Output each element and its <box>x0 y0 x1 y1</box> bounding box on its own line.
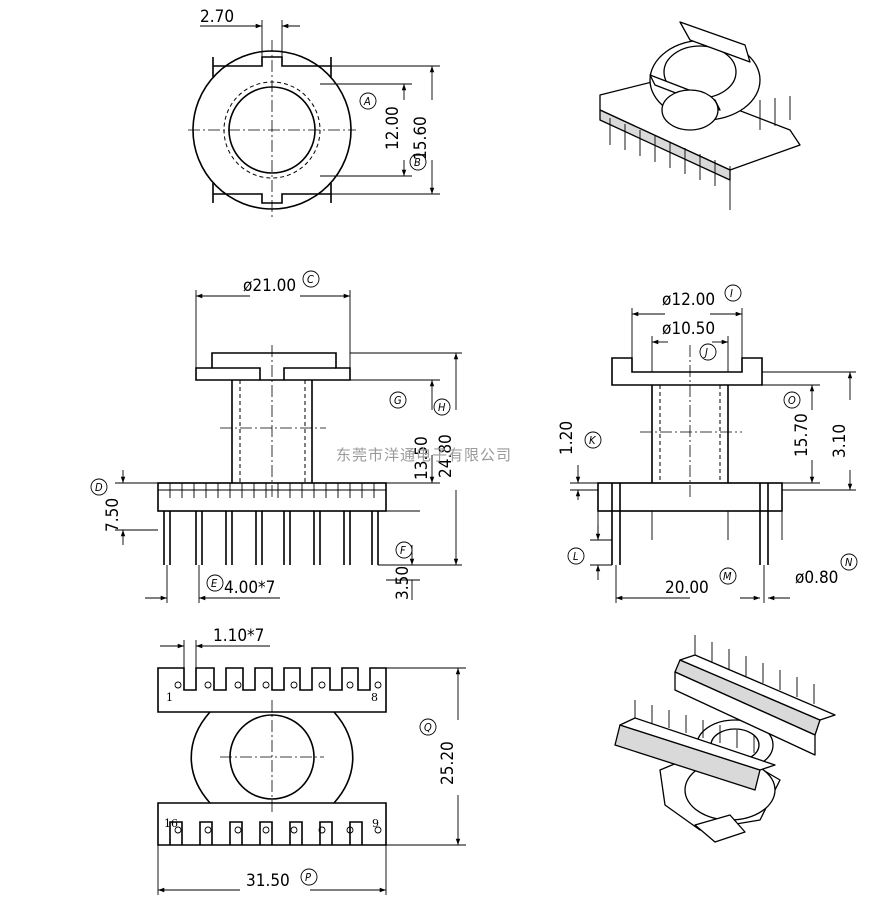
tag-p: P <box>305 871 311 884</box>
tag-i: I <box>730 287 733 300</box>
side-lip-dim: 3.10 <box>830 424 850 458</box>
tag-a: A <box>363 95 371 108</box>
side-spacing-dim: 20.00 <box>665 578 709 598</box>
side-shoulder-dim: 1.20 <box>557 421 577 455</box>
top-view: 2.70 12.00 15.60 A B <box>188 7 440 218</box>
bottom-slot-dim: 1.10*7 <box>213 626 264 646</box>
tag-m: M <box>723 570 732 583</box>
tag-c: C <box>307 273 314 286</box>
side-inner-dim: ø10.50 <box>662 319 715 339</box>
top-slot-dim: 2.70 <box>200 7 234 27</box>
tag-l: L <box>573 550 579 563</box>
top-outer-dim: 15.60 <box>411 116 431 160</box>
front-base-dim: 7.50 <box>103 498 123 532</box>
tag-o: O <box>788 394 796 407</box>
tag-q: Q <box>424 721 432 734</box>
pin-label-1: 1 <box>166 691 173 704</box>
front-total-dim: 24.80 <box>436 434 456 478</box>
front-core-dim: 13.50 <box>412 436 432 480</box>
top-inner-dim: 12.00 <box>383 106 403 150</box>
bottom-height-dim: 25.20 <box>438 741 458 785</box>
iso-view-bottom <box>614 635 836 843</box>
front-view: ø21.00 C 13.50 24.80 G H 7.50 D 3.50 F 4… <box>90 270 462 603</box>
bottom-view: 1 8 16 9 1.10*7 25.20 Q 31.50 P <box>157 626 466 895</box>
front-pin-dim: 3.50 <box>393 566 413 600</box>
tag-e: E <box>211 577 218 590</box>
tag-j: J <box>703 346 708 359</box>
tag-k: K <box>589 434 597 447</box>
iso-view-top <box>599 21 801 210</box>
side-pindia-dim: ø0.80 <box>795 568 838 588</box>
tag-b: B <box>414 156 421 169</box>
tag-f: F <box>400 544 406 557</box>
side-core-dim: 15.70 <box>792 413 812 457</box>
company-watermark: 东莞市洋通电子有限公司 <box>336 446 512 464</box>
pin-label-16: 16 <box>164 817 178 830</box>
front-pitch-dim: 4.00*7 <box>224 578 275 598</box>
tag-h: H <box>438 401 446 414</box>
bottom-width-dim: 31.50 <box>246 871 290 891</box>
tag-n: N <box>845 556 853 569</box>
pin-label-8: 8 <box>371 691 378 704</box>
pin-label-9: 9 <box>372 817 379 830</box>
side-view: ø12.00 ø10.50 I J 1.20 K 15.70 3.10 O L … <box>557 284 858 603</box>
side-outer-dim: ø12.00 <box>662 290 715 310</box>
front-flange-dim: ø21.00 <box>243 276 296 296</box>
tag-g: G <box>394 394 402 407</box>
tag-d: D <box>95 481 103 494</box>
